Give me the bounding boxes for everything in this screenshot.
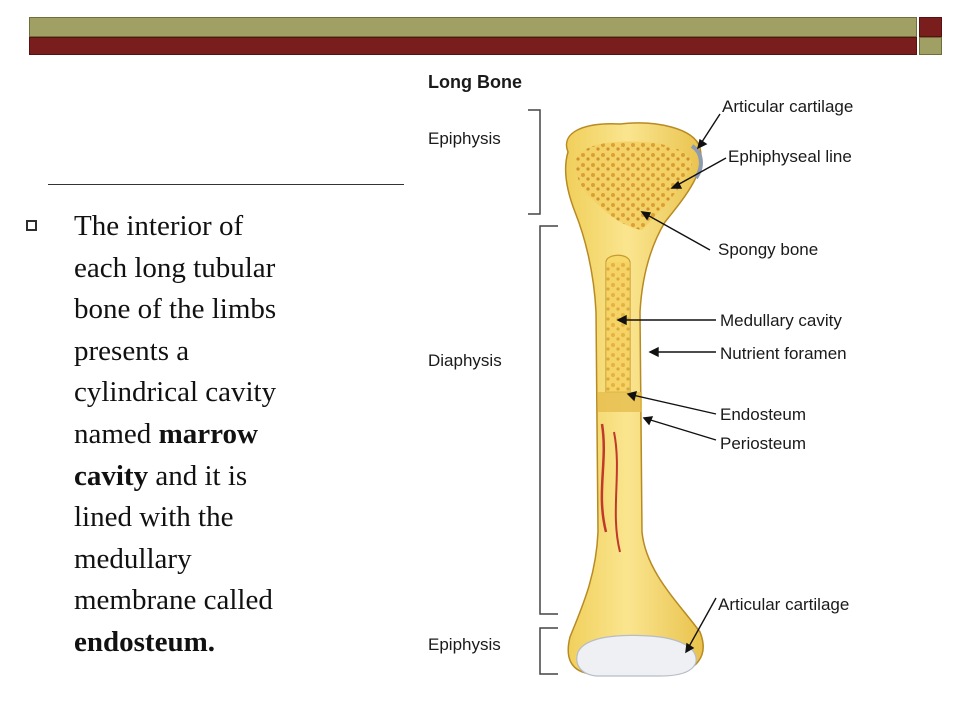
text-line: medullary	[74, 542, 192, 575]
pointer-arrows	[616, 113, 727, 654]
text-line: The interior of	[74, 210, 244, 242]
figure-title: Long Bone	[428, 72, 522, 92]
text-line: presents a	[74, 334, 190, 367]
label-medullary-cavity: Medullary cavity	[720, 311, 842, 330]
bullet-text: The interior of each long tubular bone o…	[74, 206, 364, 664]
text-line: each long tubular	[74, 251, 276, 284]
label-endosteum: Endosteum	[720, 405, 806, 424]
header-bar-maroon	[29, 37, 917, 55]
label-articular-cartilage-bottom: Articular cartilage	[718, 595, 849, 614]
text-line: endosteum.	[74, 625, 215, 658]
region-brackets	[528, 109, 558, 675]
label-epiphysis-top: Epiphysis	[428, 129, 501, 148]
title-divider	[48, 184, 404, 185]
text-line: cylindrical cavity	[74, 376, 277, 409]
header-square-maroon	[919, 17, 942, 37]
text-line: named marrow	[74, 417, 258, 450]
label-articular-cartilage-top: Articular cartilage	[722, 97, 853, 116]
text-line: bone of the limbs	[74, 293, 277, 326]
label-spongy-bone: Spongy bone	[718, 240, 818, 259]
label-nutrient-foramen: Nutrient foramen	[720, 344, 847, 363]
label-epiphysis-bottom: Epiphysis	[428, 635, 501, 654]
header-decoration	[29, 17, 942, 55]
header-square-olive	[919, 37, 942, 55]
label-diaphysis: Diaphysis	[428, 351, 502, 370]
label-periosteum: Periosteum	[720, 434, 806, 453]
text-line: cavity and it is	[74, 459, 248, 492]
bullet-square-icon	[26, 220, 37, 231]
long-bone-diagram: Long Bone Epiphysis Diaphysis Epiphysis	[410, 62, 930, 682]
text-line: lined with the	[74, 501, 234, 534]
header-bar-olive	[29, 17, 917, 37]
label-epiphyseal-line: Ephiphyseal line	[728, 147, 852, 166]
text-line: membrane called	[74, 584, 273, 617]
